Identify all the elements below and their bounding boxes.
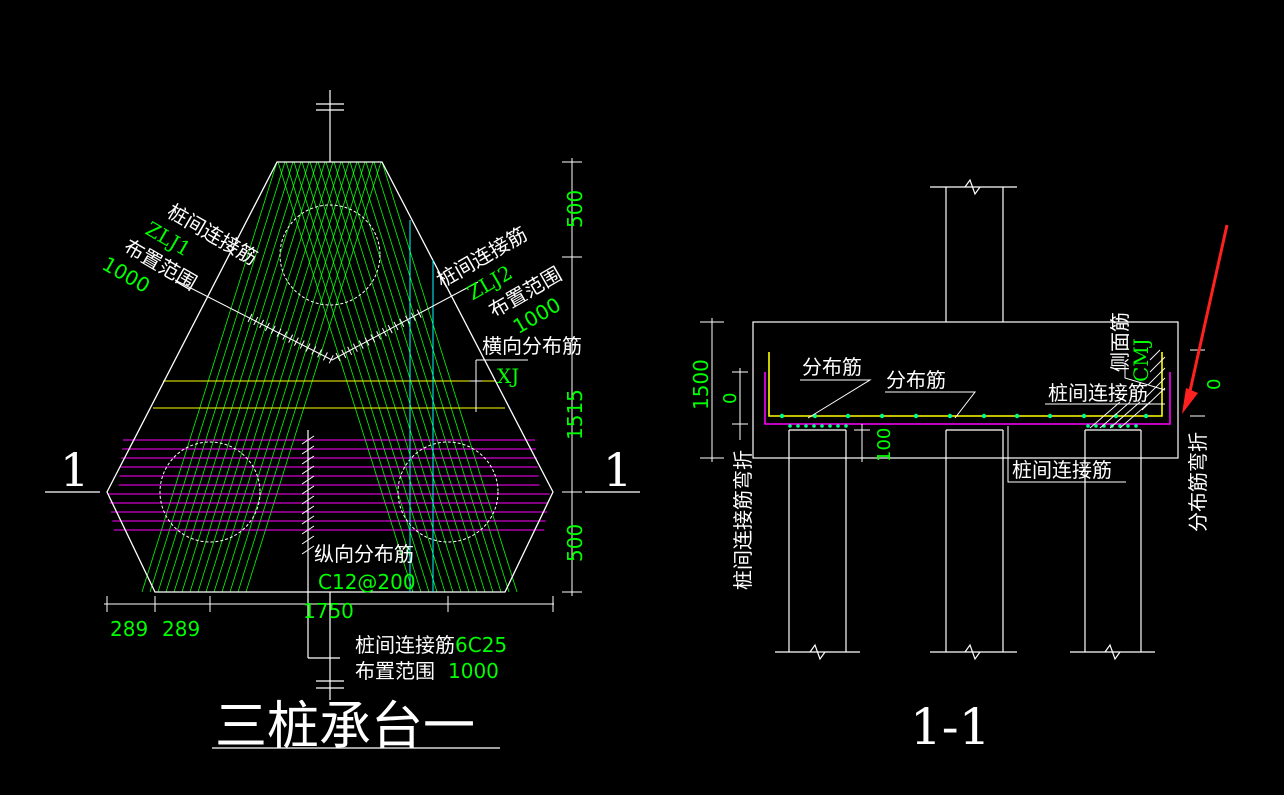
red-arrow-annotation <box>1182 224 1229 414</box>
section-dim-height: 1500 <box>689 359 713 410</box>
section-piles <box>775 429 1155 661</box>
section-dim-zero-right: 0 <box>1204 379 1225 390</box>
longitudinal-spec: C12@200 <box>318 570 416 594</box>
bottom-range-label: 布置范围 <box>355 659 435 683</box>
section-bend-left: 桩间连接筋弯折 <box>731 450 755 590</box>
cyan-lines <box>409 220 434 592</box>
distribution-bar-yellow <box>768 352 1163 417</box>
bottom-bar-spec: 6C25 <box>455 633 507 657</box>
longitudinal-label: 纵向分布筋 <box>314 542 414 566</box>
pile-left <box>159 441 261 543</box>
section-leaders <box>800 364 1166 483</box>
section-dist-label-1: 分布筋 <box>802 355 862 379</box>
dim-width: 1750 <box>303 599 354 623</box>
cap-outline <box>106 161 554 593</box>
centre-axis <box>307 90 344 700</box>
section-right-dims <box>1190 349 1205 417</box>
section-marker-right: 1 <box>603 443 632 497</box>
section-pile-conn-top: 桩间连接筋 <box>1048 381 1148 405</box>
pile-top <box>279 204 381 306</box>
section-left-dims <box>700 318 870 462</box>
column <box>930 178 1017 322</box>
dim-top: 500 <box>563 190 587 228</box>
pile-conn-bar-magenta <box>764 372 1171 425</box>
side-bar-hatch <box>1089 349 1166 429</box>
section-side-code: CMJ <box>1129 338 1153 382</box>
pile-top-dots <box>788 424 1138 428</box>
longitudinal-ticks <box>301 435 315 555</box>
section-dist-label-2: 分布筋 <box>886 368 946 392</box>
pile-circles <box>159 204 499 543</box>
right-dim-chain <box>562 158 582 596</box>
xj-yellow-lines <box>153 380 505 409</box>
zlj-leader-ticks <box>247 309 422 364</box>
section-marker-left: 1 <box>60 443 89 497</box>
section-bend-right: 分布筋弯折 <box>1186 432 1210 532</box>
plan-view: 1 1 桩间连接筋 ZLJ1 布置范围 1000 桩间连接筋 ZLJ2 布置范围… <box>45 90 640 757</box>
pile-right <box>397 441 499 543</box>
xj-leader <box>470 359 528 412</box>
section-cap-outline <box>752 321 1179 459</box>
section-title: 1-1 <box>910 698 991 756</box>
bottom-range-value: 1000 <box>448 659 499 683</box>
bottom-bar-label: 桩间连接筋 <box>355 633 455 657</box>
plan-title: 三桩承台一 <box>215 697 475 757</box>
section-pile-conn-bottom: 桩间连接筋 <box>1012 458 1112 482</box>
dim-left1: 289 <box>110 617 148 641</box>
dim-mid: 1515 <box>563 389 587 440</box>
zlj-leaders <box>174 279 479 361</box>
section-view: 分布筋 分布筋 桩间连接筋 桩间连接筋 侧面筋 CMJ 1500 0 100 0… <box>689 178 1229 756</box>
zlj-diagonal-strips <box>141 161 518 593</box>
section-marker-lines <box>45 491 640 749</box>
bottom-dim-chain <box>104 596 554 612</box>
section-dim-100: 100 <box>874 428 895 462</box>
xj-code: XJ <box>497 364 519 388</box>
distribution-dots <box>779 413 1149 419</box>
xj-label: 横向分布筋 <box>482 334 582 358</box>
section-dim-zero-left: 0 <box>720 393 741 404</box>
magenta-bars <box>108 439 550 531</box>
dim-left2: 289 <box>162 617 200 641</box>
dim-bot: 500 <box>563 524 587 562</box>
section-side-label: 侧面筋 <box>1108 312 1132 372</box>
